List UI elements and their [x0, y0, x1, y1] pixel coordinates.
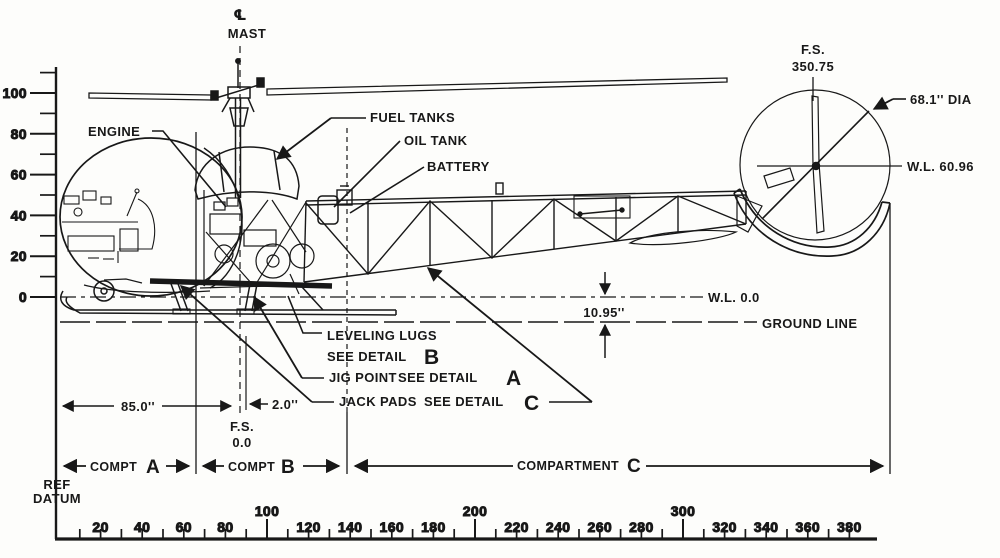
battery-label: BATTERY [427, 159, 490, 174]
oil-tank-shape [317, 195, 339, 225]
station-tick-label: 100 [255, 503, 280, 519]
station-tick-label: 200 [463, 503, 488, 519]
engine-leader [152, 130, 227, 208]
station-tick-label: 300 [671, 503, 696, 519]
fs-tail-label: F.S. [801, 42, 825, 57]
fs-zero-value: 0.0 [232, 435, 251, 450]
fuel-tank-shape [194, 146, 300, 201]
mast-label: MAST [228, 26, 266, 41]
text-labels: ℄ MAST ENGINE FUEL TANKS OIL TANK BATTER… [33, 6, 974, 506]
see-detail-c-label: SEE DETAIL [424, 394, 504, 409]
detail-b-letter: B [424, 346, 439, 369]
reference-scales [54, 67, 877, 541]
compartment-c-label: COMPARTMENT [517, 459, 619, 473]
engine-label: ENGINE [88, 124, 140, 139]
compt-a-letter: A [146, 457, 160, 478]
leveling-lugs-label: LEVELING LUGS [327, 328, 437, 343]
landing-gear [60, 278, 397, 316]
station-tick-label: 40 [134, 519, 150, 535]
tail-skid-bumper [733, 188, 891, 257]
tail-fin [628, 167, 795, 246]
fs-tail-value: 350.75 [792, 59, 834, 74]
ref-datum-label-1: REF [43, 477, 70, 492]
detail-c-letter: C [524, 392, 539, 415]
waterline-tick-label: 60 [11, 167, 27, 183]
centerline-symbol: ℄ [233, 6, 247, 24]
oil-tank-leader [333, 140, 401, 208]
oil-tank-label: OIL TANK [404, 133, 468, 148]
station-tick-label: 220 [504, 519, 529, 535]
clearance-dim-label: 10.95'' [583, 305, 625, 320]
station-tick-label: 160 [380, 519, 405, 535]
station-tick-label: 240 [546, 519, 571, 535]
fuselage-station-scale: 20 40 60 80 100 120 140 160 180 200 220 240 260 280 30… [78, 503, 862, 539]
skid-tube [60, 290, 396, 311]
main-rotor-blades [88, 77, 728, 101]
rotor-diameter-line [761, 110, 870, 220]
compt-a-label: COMPT [90, 460, 137, 474]
reference-lines [60, 46, 902, 474]
waterline-tick-label: 20 [11, 248, 27, 264]
waterline-tick-label: 40 [11, 207, 27, 223]
waterline-zero-label: W.L. 0.0 [708, 290, 760, 305]
dim-2-label: 2.0'' [272, 397, 298, 412]
callout-leaders [152, 96, 906, 403]
waterline-tick-label: 80 [11, 126, 27, 142]
compt-b-label: COMPT [228, 460, 275, 474]
station-tick-label: 380 [837, 519, 862, 535]
station-tick-label: 20 [92, 519, 108, 535]
leveling-lugs-leader [287, 295, 322, 334]
station-tick-label: 260 [588, 519, 613, 535]
station-tick-label: 140 [338, 519, 363, 535]
station-tick-label: 80 [217, 519, 233, 535]
see-detail-b-label: SEE DETAIL [327, 349, 407, 364]
waterline-scale: 0 20 40 60 80 100 [2, 71, 56, 306]
station-tick-label: 340 [754, 519, 779, 535]
jig-point-label: JIG POINT [329, 370, 397, 385]
jack-pads-label: JACK PADS [339, 394, 417, 409]
battery-leader [349, 166, 425, 214]
diameter-label: 68.1'' DIA [910, 92, 972, 107]
waterline-6096-label: W.L. 60.96 [907, 159, 974, 174]
cockpit-interior [62, 188, 156, 263]
dimension-lines [61, 272, 885, 474]
rotor-hub [210, 58, 265, 127]
waterline-tick-label: 0 [19, 289, 27, 305]
engine-bay [199, 190, 315, 295]
ground-line-label: GROUND LINE [762, 316, 857, 331]
compartment-c-letter: C [627, 456, 641, 477]
station-tick-label: 280 [629, 519, 654, 535]
station-tick-label: 180 [421, 519, 446, 535]
compt-b-letter: B [281, 457, 295, 478]
ground-handling-wheel [93, 280, 115, 302]
tail-rotor [739, 89, 891, 241]
station-tick-label: 60 [176, 519, 192, 535]
fs-zero-label: F.S. [230, 419, 254, 434]
tail-boom-truss [303, 182, 747, 283]
detail-a-letter: A [506, 367, 521, 390]
station-tick-label: 320 [712, 519, 737, 535]
dim-85-label: 85.0'' [121, 399, 155, 414]
floor-frame-bar [149, 278, 333, 289]
station-tick-label: 360 [796, 519, 821, 535]
station-tick-label: 120 [296, 519, 321, 535]
waterline-tick-label: 100 [2, 85, 27, 101]
fuel-tanks-label: FUEL TANKS [370, 110, 455, 125]
ref-datum-label-2: DATUM [33, 491, 81, 506]
helicopter-side-view [59, 58, 891, 316]
see-detail-a-label: SEE DETAIL [398, 370, 478, 385]
